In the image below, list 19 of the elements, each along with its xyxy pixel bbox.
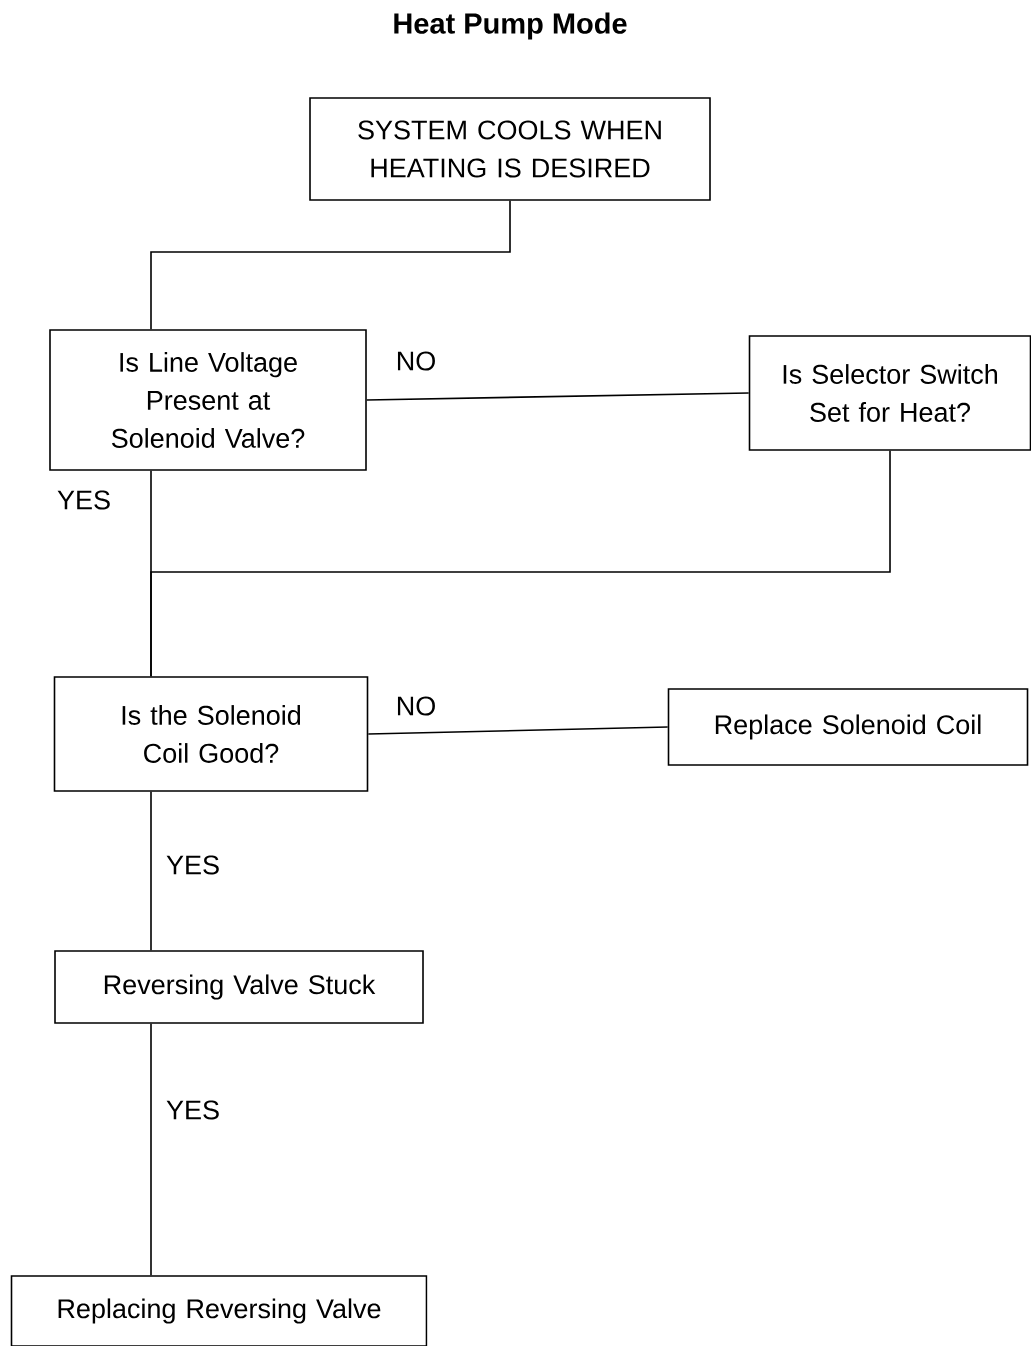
process-box: Reversing Valve Stuck bbox=[54, 950, 424, 1024]
connector-line bbox=[150, 791, 152, 951]
connector-line bbox=[150, 1023, 152, 1276]
title: Heat Pump Mode bbox=[394, 12, 627, 40]
edge-label: YES bbox=[56, 489, 112, 511]
connector-line bbox=[150, 200, 511, 330]
connector-line bbox=[367, 726, 669, 735]
process-box: Replacing Reversing Valve bbox=[10, 1275, 428, 1346]
process-box: Replace Solenoid Coil bbox=[667, 688, 1029, 766]
process-box: SYSTEM COOLS WHEN HEATING IS DESIRED bbox=[309, 97, 711, 201]
edge-label: NO bbox=[394, 350, 438, 372]
edge-label: NO bbox=[394, 695, 438, 717]
connector-line bbox=[366, 392, 750, 401]
process-box: Is Line Voltage Present at Solenoid Valve? bbox=[49, 329, 367, 471]
edge-label: YES bbox=[165, 854, 221, 876]
process-box: Is Selector Switch Set for Heat? bbox=[748, 335, 1031, 451]
connector-line bbox=[150, 450, 891, 677]
process-box: Is the Solenoid Coil Good? bbox=[53, 676, 369, 792]
edge-label: YES bbox=[165, 1099, 221, 1121]
